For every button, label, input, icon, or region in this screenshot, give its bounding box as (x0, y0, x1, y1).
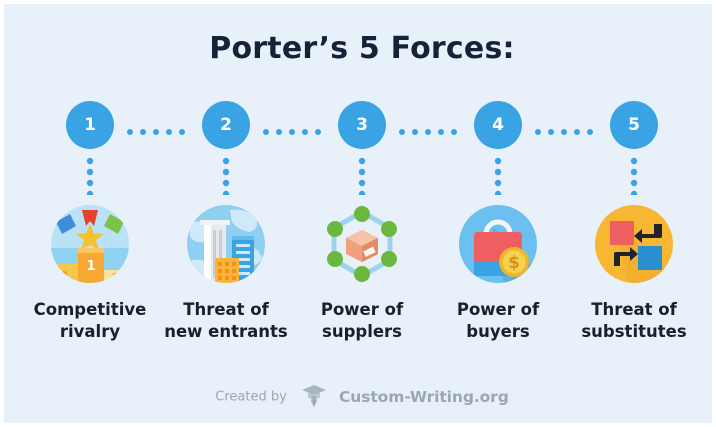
force-label-2: Threat of new entrants (158, 299, 294, 343)
force-label-4-line1: Power of (456, 300, 540, 319)
connector-dots-2-3 (263, 121, 321, 135)
force-item-2[interactable]: 2 (158, 101, 294, 343)
step-badge-1: 1 (66, 101, 114, 149)
force-label-1-line1: Competitive (33, 300, 147, 319)
force-item-5[interactable]: 5 Threat of substitutes (566, 101, 702, 343)
force-label-5-line2: substitutes (581, 321, 687, 341)
dot (412, 128, 418, 135)
dot (140, 128, 146, 135)
dot (425, 128, 431, 135)
dot (574, 128, 580, 135)
dot (438, 128, 444, 135)
footer-brand-name: Custom-Writing.org (339, 388, 509, 406)
step-badge-4: 4 (474, 101, 522, 149)
force-label-1: Competitive rivalry (22, 299, 158, 343)
force-label-5: Threat of substitutes (566, 299, 702, 343)
vertical-connector-dots-3 (358, 157, 366, 195)
dot (548, 128, 554, 135)
vertical-connector-dots-2 (222, 157, 230, 195)
force-item-3[interactable]: 3 Power of supplers (294, 101, 430, 343)
svg-text:1: 1 (86, 259, 95, 274)
force-label-5-line1: Threat of (591, 300, 677, 319)
footer-credit: Created by Custom-Writing.org (4, 383, 712, 411)
dot (166, 128, 172, 135)
dot (179, 128, 185, 135)
shopping-bag-coin-icon: $ (458, 204, 538, 284)
vertical-connector-dots-1 (86, 157, 94, 195)
svg-text:2: 2 (59, 270, 68, 284)
connector-dots-4-5 (535, 121, 593, 135)
page-title: Porter’s 5 Forces: (209, 31, 515, 66)
force-label-3-line2: supplers (322, 321, 402, 341)
step-badge-2: 2 (202, 101, 250, 149)
dot (276, 128, 282, 135)
dot (263, 128, 269, 135)
svg-text:$: $ (508, 253, 520, 273)
dot (315, 128, 321, 135)
box-network-icon (322, 204, 402, 284)
force-label-3: Power of supplers (294, 299, 430, 343)
graduation-cap-pen-logo (301, 383, 327, 411)
step-badge-3: 3 (338, 101, 386, 149)
vertical-connector-dots-5 (630, 157, 638, 195)
force-label-2-line2: new entrants (164, 321, 288, 341)
vertical-connector-dots-4 (494, 157, 502, 195)
dot (289, 128, 295, 135)
force-label-1-line2: rivalry (59, 321, 121, 341)
force-label-3-line1: Power of (320, 300, 404, 319)
dot (127, 128, 133, 135)
connector-dots-3-4 (399, 121, 457, 135)
connector-dots-1-2 (127, 121, 185, 135)
swap-squares-icon (594, 204, 674, 284)
force-label-2-line1: Threat of (183, 300, 269, 319)
dot (302, 128, 308, 135)
force-item-1[interactable]: 1 1 (22, 101, 158, 343)
city-buildings-globe-icon (186, 204, 266, 284)
dot (535, 128, 541, 135)
force-label-4-line2: buyers (466, 321, 530, 341)
force-label-4: Power of buyers (430, 299, 566, 343)
podium-winner-icon: 1 2 3 (50, 204, 130, 284)
footer-created-by-label: Created by (215, 389, 287, 405)
dot (587, 128, 593, 135)
svg-text:3: 3 (111, 272, 120, 284)
dot (561, 128, 567, 135)
dot (451, 128, 457, 135)
step-badge-5: 5 (610, 101, 658, 149)
dot (153, 128, 159, 135)
force-item-4[interactable]: 4 $ Power of (430, 101, 566, 343)
dot (399, 128, 405, 135)
